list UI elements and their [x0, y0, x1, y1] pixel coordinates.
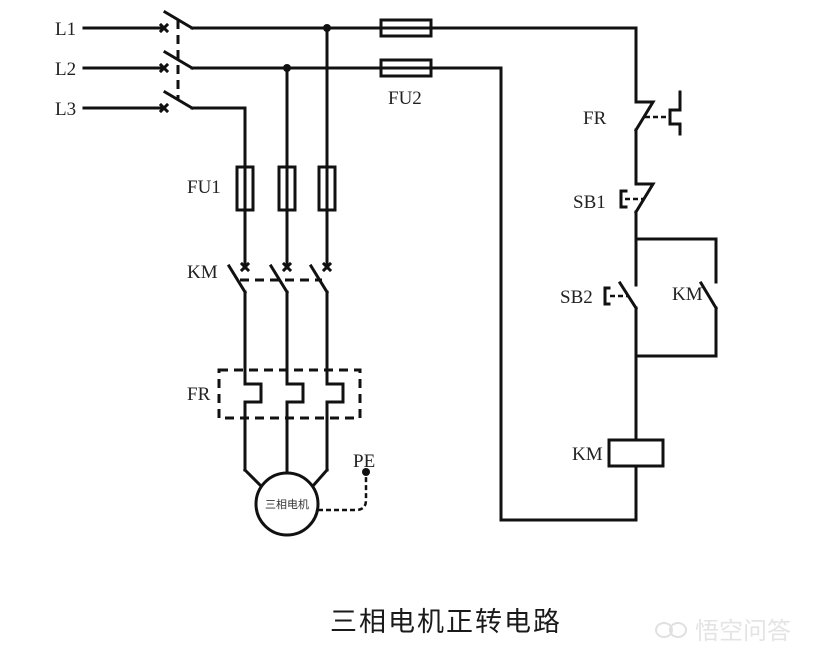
label-fu2: FU2: [388, 88, 422, 109]
terminal-x-icon: [239, 261, 333, 273]
watermark-text: 悟空问答: [695, 617, 791, 645]
km-coil: [607, 438, 665, 468]
fr-nc-contact: [633, 90, 682, 186]
watermark: 悟空问答: [655, 611, 791, 646]
label-l2: L2: [55, 59, 76, 80]
km-main-contacts: [226, 261, 333, 386]
sb1-stop-button: [619, 182, 656, 287]
diagram-title: 三相电机正转电路: [330, 607, 562, 638]
label-sb2: SB2: [560, 287, 593, 308]
pe-ground: [318, 468, 370, 512]
sb2-start-button: [603, 280, 639, 440]
label-fr-control: FR: [583, 108, 607, 129]
label-fu1: FU1: [187, 177, 221, 198]
main-bus: [190, 24, 383, 169]
fu1-fuses: [235, 165, 337, 270]
junction-dot: [323, 24, 331, 32]
label-l1: L1: [55, 19, 76, 40]
pe-terminal-dot: [362, 468, 370, 476]
label-km-main: KM: [187, 262, 218, 283]
label-km-aux: KM: [672, 284, 703, 305]
control-wires: [429, 26, 638, 522]
isolator-switch: [158, 9, 195, 114]
label-pe: PE: [353, 451, 375, 472]
fr-thermal-elements: [217, 368, 362, 475]
label-l3: L3: [55, 99, 76, 120]
label-fr-main: FR: [187, 384, 211, 405]
incoming-lines: [82, 26, 165, 110]
motor: 三相电机: [242, 467, 330, 537]
terminal-x-icon: [158, 22, 170, 114]
km-hold-contact: [634, 237, 719, 358]
label-sb1: SB1: [573, 192, 606, 213]
junction-dot: [283, 64, 291, 72]
fu2-fuses: [379, 18, 433, 78]
motor-label: 三相电机: [265, 497, 309, 511]
label-km-coil: KM: [572, 444, 603, 465]
watermark-logo-icon: [655, 620, 689, 638]
